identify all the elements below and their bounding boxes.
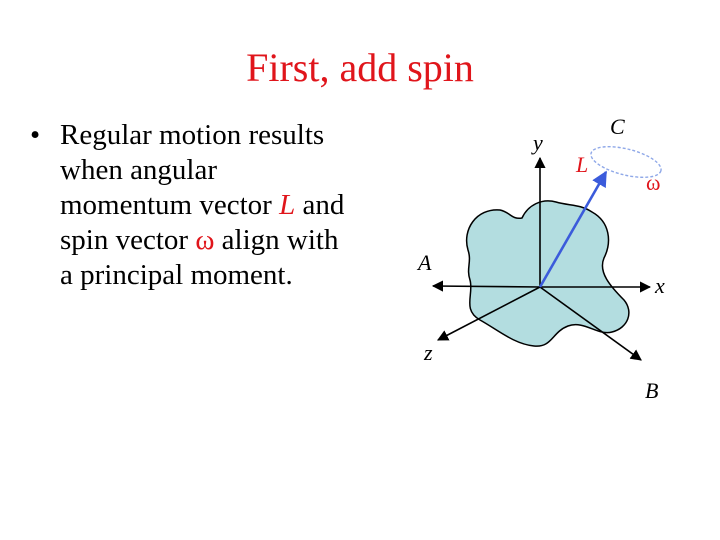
- label-L: L: [575, 152, 588, 177]
- label-y: y: [531, 130, 543, 155]
- omega-symbol-inline: ω: [195, 224, 215, 256]
- label-A: A: [416, 250, 432, 275]
- slide-title: First, add spin: [246, 45, 474, 90]
- bullet-text: Regular motion results when angular mome…: [60, 118, 350, 293]
- bullet-point: • Regular motion results when angular mo…: [30, 118, 350, 293]
- bullet-marker: •: [30, 119, 41, 151]
- a-axis: [431, 280, 541, 292]
- bullet-text-part-2: and spin vector: [60, 189, 345, 256]
- label-omega: ω: [646, 170, 660, 195]
- L-vector: [538, 170, 608, 288]
- b-axis: [539, 286, 642, 361]
- L-symbol-inline: L: [279, 189, 296, 221]
- z-axis: [437, 286, 541, 341]
- label-z: z: [423, 340, 433, 365]
- label-B: B: [645, 378, 658, 403]
- bullet-text-part-1: Regular motion results when angular mome…: [60, 119, 325, 221]
- bullet-text-part-3: align with a principal moment.: [60, 224, 339, 291]
- spin-ellipse: [590, 145, 662, 179]
- label-C: C: [610, 114, 625, 139]
- label-x: x: [654, 273, 665, 298]
